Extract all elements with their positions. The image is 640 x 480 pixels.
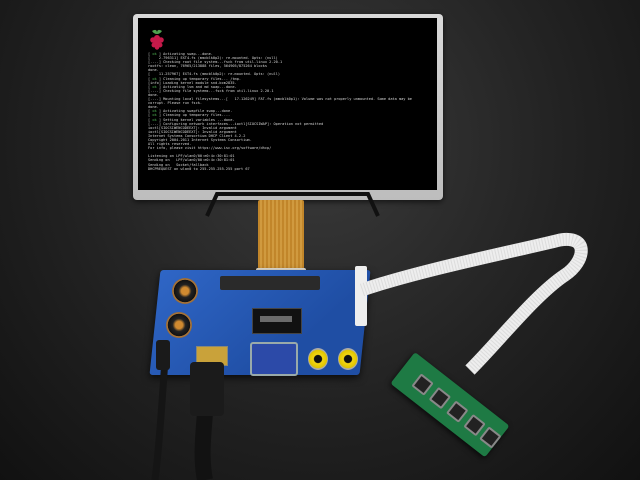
console-line: [....] Configuring network interfaces...… xyxy=(148,121,324,126)
console-line: Copyright 2004-2011 Internet Systems Con… xyxy=(148,137,252,142)
console-line: done. xyxy=(148,105,159,110)
console-line: [ ok ] Cleaning up temporary files.... xyxy=(148,113,231,118)
rca-jack xyxy=(338,348,358,370)
vga-port xyxy=(250,342,298,376)
console-line: [ 11.257967] EXT4-fs (mmcblk0p2): re-mou… xyxy=(148,72,280,77)
console-line: Sending on Socket/fallback xyxy=(148,162,209,167)
console-line: [ ok ] Activating swapfile swap...done. xyxy=(148,109,233,114)
console-line: [....] Mounting local filesystems...[ 17… xyxy=(148,97,412,102)
chip-marking xyxy=(260,316,292,322)
boot-console-text: [ ok ] Activating swap...done.[ 2.796311… xyxy=(148,52,431,188)
console-line: [ ok ] Cleaning up temporary files... /t… xyxy=(148,76,242,81)
display-stand xyxy=(205,192,380,217)
console-line: Listening on LPF/wlan0/00:e0:4c:30:81:01 xyxy=(148,154,235,159)
display-screen: [ ok ] Activating swap...done.[ 2.796311… xyxy=(138,18,437,190)
hdmi-plug xyxy=(190,362,224,416)
rca-jack xyxy=(308,348,328,370)
console-line: [info] Loading kernel module snd-bcm2835… xyxy=(148,80,237,85)
power-cable xyxy=(151,359,169,480)
flex-ribbon-cable xyxy=(258,200,304,278)
console-line: DHCPREQUEST on wlan0 to 255.255.255.255 … xyxy=(148,166,250,171)
console-line: Sending on LPF/wlan0/00:e0:4c:30:81:01 xyxy=(148,158,235,163)
console-line: corrupt. Please run fsck. xyxy=(148,101,203,106)
console-line: [....] Checking root file system...fsck … xyxy=(148,60,283,65)
inductor-coil xyxy=(166,312,192,338)
keypad-connector xyxy=(355,266,367,326)
console-line: [ ok ] Setting kernel variables ...done. xyxy=(148,117,235,122)
console-line: For info, please visit https://www.isc.o… xyxy=(148,146,272,151)
board-header-connector xyxy=(220,276,320,290)
console-line: done. xyxy=(148,68,159,73)
console-line: done. xyxy=(148,92,159,97)
console-line: rootfs: clean, 76965/213888 files, 56490… xyxy=(148,64,267,69)
keypad-button xyxy=(428,386,452,410)
inductor-coil xyxy=(172,278,198,304)
console-line: [....] Checking file systems...fsck from… xyxy=(148,88,274,93)
keypad-ribbon-cable xyxy=(359,232,588,375)
console-line: ioctl[SIOCSIWENCODEEXT]: Invalid argumen… xyxy=(148,129,237,134)
console-line: [ ok ] Activating swap...done. xyxy=(148,52,213,56)
console-line: Internet Systems Consortium DHCP Client … xyxy=(148,133,246,138)
power-plug xyxy=(156,340,170,370)
console-line: [ ok ] Activating lvm and md swap...done… xyxy=(148,84,237,89)
raspberry-pi-logo-icon xyxy=(150,29,164,50)
keypad-button xyxy=(411,373,434,396)
keypad-button xyxy=(446,400,469,423)
console-line: [ 2.796311] EXT4-fs (mmcblk0p2): re-moun… xyxy=(148,56,278,61)
console-line: ioctl[SIOCSIWENCODEEXT]: Invalid argumen… xyxy=(148,125,237,130)
console-line: All rights reserved. xyxy=(148,142,192,147)
